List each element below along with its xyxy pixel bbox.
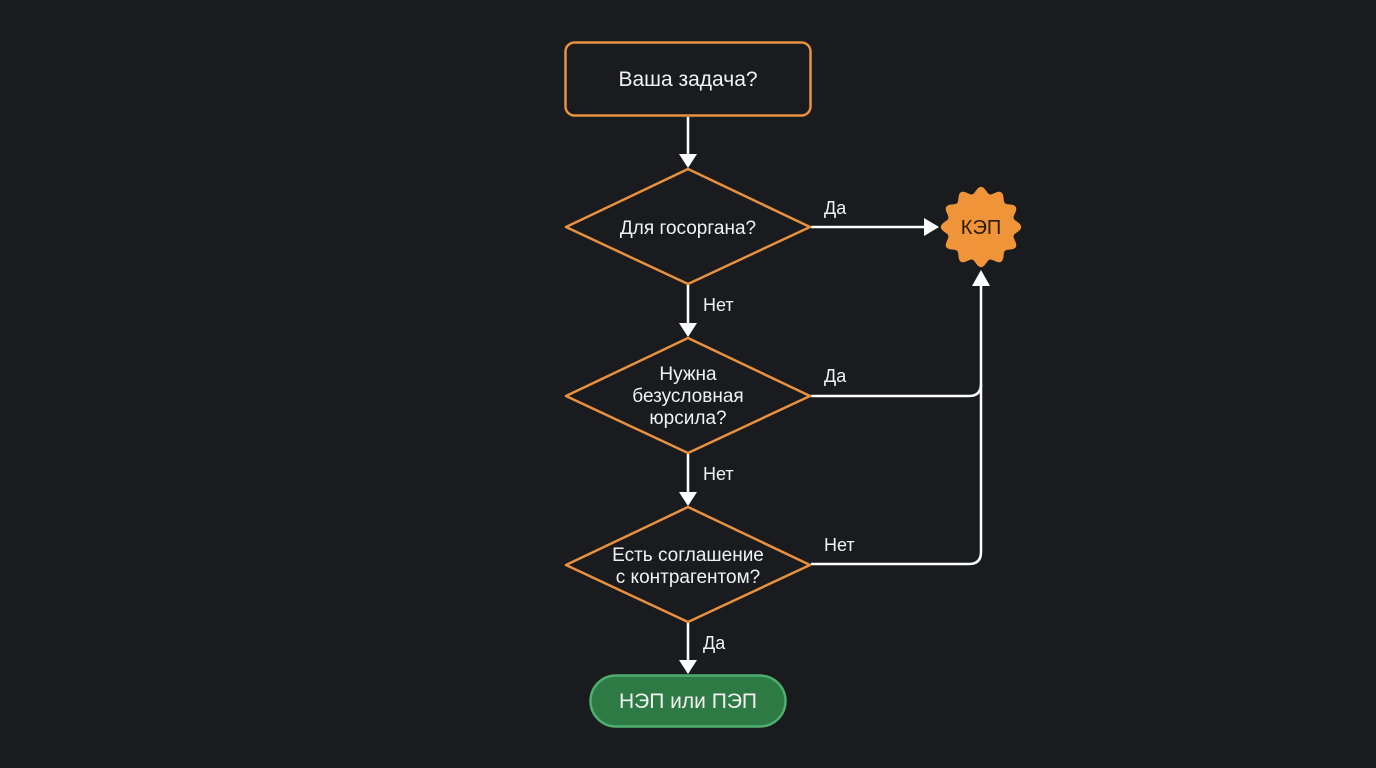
edge-label-q1-yes: Да — [824, 198, 847, 218]
node-q3: Есть соглашение с контрагентом? — [564, 505, 812, 624]
decision-diamond-q1 — [564, 167, 812, 286]
decision-diamond-q2 — [564, 336, 812, 455]
arrowhead-q1-q2 — [679, 323, 697, 337]
start-label: Ваша задача? — [618, 68, 757, 91]
result-pill — [589, 674, 787, 728]
edge-q3-kep — [811, 282, 983, 566]
edge-label-q1-no: Нет — [703, 295, 734, 315]
edge-label-q3-yes: Да — [703, 633, 726, 653]
decision-diamond-q3 — [564, 505, 812, 624]
q3-label-line-2: с контрагентом? — [616, 567, 760, 588]
start-box — [564, 41, 812, 117]
node-start: Ваша задача? — [564, 41, 812, 117]
arrowhead-q3-result — [679, 660, 697, 674]
q1-label: Для госоргана? — [620, 218, 756, 239]
q2-label-line-1: Нужна — [659, 364, 717, 385]
node-result: НЭП или ПЭП — [589, 674, 787, 728]
edge-label-q2-yes: Да — [824, 366, 847, 386]
result-label: НЭП или ПЭП — [619, 690, 757, 713]
node-q1: Для госоргана? — [564, 167, 812, 286]
edge-label-q2-no: Нет — [703, 464, 734, 484]
q3-label-line-1: Есть соглашение — [612, 545, 764, 566]
kep-badge-seal-icon — [940, 186, 1022, 268]
arrowhead-into-kep — [972, 270, 990, 286]
edge-label-q3-no: Нет — [824, 535, 855, 555]
q2-label-line-3: юрсила? — [649, 408, 726, 429]
edge-labels: Да Нет Да Нет Нет Да — [703, 198, 855, 653]
arrowhead-q1-kep — [924, 218, 939, 236]
arrowhead-start-q1 — [679, 154, 697, 168]
node-q2: Нужна безусловная юрсила? — [564, 336, 812, 455]
node-kep: КЭП — [940, 186, 1022, 268]
arrowhead-q2-q3 — [679, 492, 697, 506]
edges — [679, 117, 990, 674]
kep-label: КЭП — [961, 217, 1001, 239]
q2-label-line-2: безусловная — [632, 386, 743, 407]
